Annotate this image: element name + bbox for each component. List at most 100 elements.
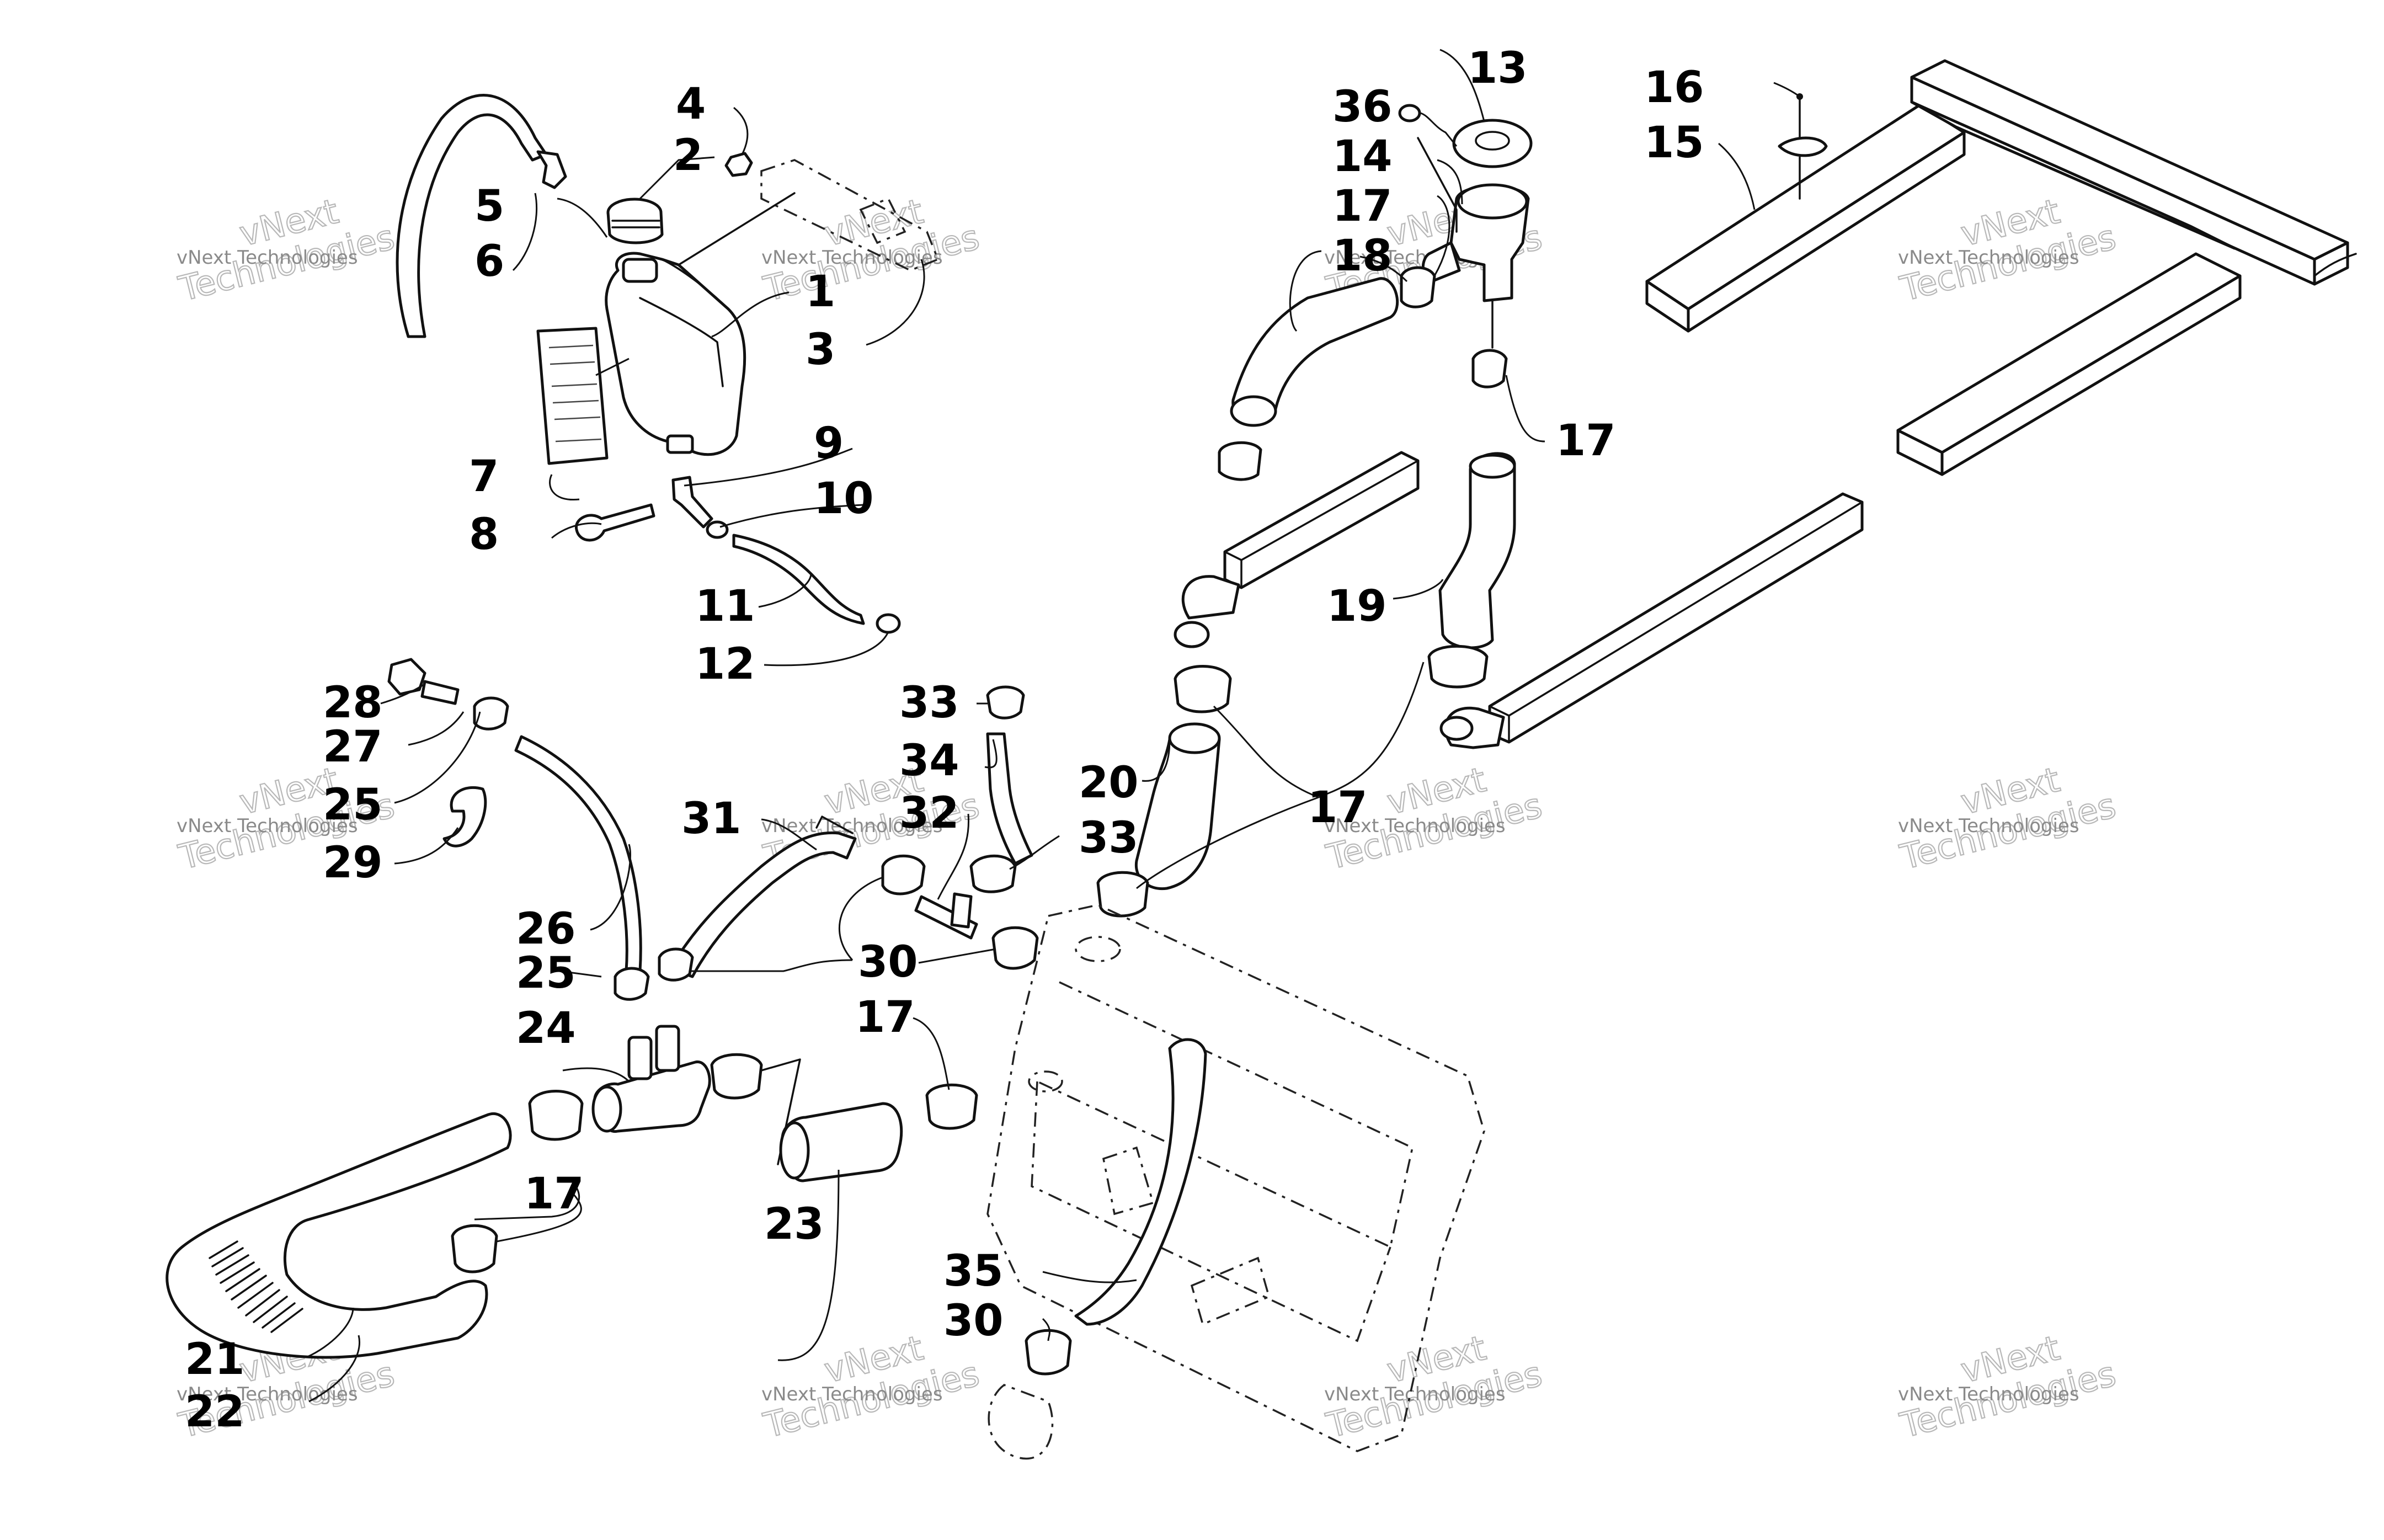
callout-9: 9 — [814, 419, 844, 468]
callout-23: 23 — [764, 1200, 824, 1249]
callout-33-top: 33 — [899, 678, 959, 728]
hose-clamp — [614, 967, 650, 1001]
drain-outlet — [988, 1384, 1054, 1460]
callout-34: 34 — [899, 736, 959, 786]
hose-clamp — [528, 1090, 584, 1141]
callout-30-bottom: 30 — [943, 1296, 1004, 1346]
callout-25-top: 25 — [323, 780, 383, 830]
hose-clamp — [1025, 1329, 1072, 1376]
warning-label — [536, 327, 609, 465]
drain-hose-lower — [1074, 1038, 1207, 1326]
callout-5: 5 — [474, 182, 504, 231]
callout-17-lower: 17 — [524, 1169, 584, 1219]
reservoir-neck — [622, 258, 658, 283]
hose-clamp — [969, 854, 1017, 893]
watermark-text: vNext Technologies — [1324, 815, 1506, 837]
hose-spring — [209, 1240, 303, 1333]
hose-clamp — [710, 1053, 763, 1100]
tee-assembly — [387, 658, 978, 1182]
bleed-fitting — [420, 680, 460, 705]
callout-28: 28 — [323, 678, 383, 728]
bypass-hose — [986, 732, 1033, 865]
elbow-fitting — [536, 150, 567, 189]
watermark-text: vNext Technologies — [1324, 1383, 1506, 1405]
center-hose-assembly — [1096, 665, 1232, 918]
vent-hose — [396, 94, 548, 338]
callout-27: 27 — [323, 722, 383, 772]
callout-17-filler: 17 — [1332, 182, 1393, 231]
callout-13: 13 — [1468, 44, 1528, 93]
hose-clamp — [1400, 266, 1436, 308]
drain-hose — [732, 534, 865, 625]
callout-16: 16 — [1644, 63, 1704, 113]
frame-cross-rail — [1910, 100, 2236, 250]
hose-clamp — [1427, 644, 1489, 689]
callout-18: 18 — [1332, 231, 1393, 281]
heat-exchanger-right — [1488, 492, 1864, 744]
hose-clamp — [473, 696, 509, 731]
lower-hose-assembly — [166, 1112, 512, 1359]
callout-35: 35 — [943, 1246, 1004, 1296]
engine-mount-plate — [986, 904, 1485, 1460]
callout-32: 32 — [899, 788, 959, 838]
callout-17-right: 17 — [1556, 416, 1616, 466]
reservoir-bracket — [760, 159, 940, 271]
leader-lines — [306, 49, 1800, 1403]
callout-1: 1 — [806, 267, 835, 317]
watermark-text: vNext Technologies — [761, 1383, 943, 1405]
drain-fitting — [671, 476, 713, 529]
callout-12: 12 — [695, 640, 755, 689]
callout-25-lower: 25 — [516, 948, 576, 998]
callout-36: 36 — [1332, 82, 1393, 132]
callout-29: 29 — [323, 838, 383, 888]
callout-15: 15 — [1644, 118, 1704, 168]
callout-26: 26 — [516, 904, 576, 954]
callout-31: 31 — [681, 794, 742, 844]
hose-clamp — [1471, 349, 1508, 388]
heat-exchanger-assembly — [1174, 451, 1864, 749]
filler-neck-assembly — [1218, 104, 1533, 689]
hose-clamp — [1174, 665, 1232, 713]
hose-clamp — [925, 1083, 978, 1130]
watermark-text: vNext Technologies — [177, 1383, 358, 1405]
callout-2: 2 — [673, 131, 703, 180]
lower-return-hose — [1438, 452, 1516, 649]
hose-clamp — [658, 947, 694, 982]
callout-17-tee: 17 — [855, 993, 915, 1042]
bleed-cap — [387, 658, 426, 696]
mount-plate-outline — [986, 904, 1485, 1452]
hose-clamp — [881, 854, 926, 896]
watermark-text: vNext Technologies — [177, 247, 358, 269]
callout-30-middle: 30 — [858, 937, 918, 987]
callout-20: 20 — [1079, 758, 1139, 808]
callout-21: 21 — [185, 1335, 245, 1384]
callout-4: 4 — [676, 79, 706, 129]
watermark-text: vNext Technologies — [1898, 1383, 2079, 1405]
callout-24: 24 — [516, 1004, 576, 1053]
callout-33-lower: 33 — [1079, 813, 1139, 863]
bolt — [1398, 104, 1421, 122]
retaining-ring — [442, 786, 487, 848]
drain-hose-clamp — [876, 613, 901, 634]
nut — [724, 152, 753, 177]
callout-6: 6 — [474, 237, 504, 286]
callout-3: 3 — [806, 325, 835, 375]
hose-clamp — [1096, 871, 1149, 918]
callout-8: 8 — [469, 510, 499, 559]
callout-10: 10 — [814, 474, 874, 524]
watermark-text: vNext Technologies — [1898, 815, 2079, 837]
watermark-text: vNext Technologies — [177, 815, 358, 837]
callout-19: 19 — [1327, 582, 1387, 631]
hose-clamp — [986, 685, 1025, 720]
callout-17-center: 17 — [1308, 783, 1368, 833]
watermark-text: vNext Technologies — [761, 247, 943, 269]
hose-clamp — [451, 1224, 498, 1273]
hose-clamp — [991, 926, 1039, 970]
hose-clamp — [1218, 441, 1262, 481]
callout-layer: 1 2 3 4 5 6 7 8 9 10 11 12 13 14 15 16 1… — [185, 44, 1704, 1437]
